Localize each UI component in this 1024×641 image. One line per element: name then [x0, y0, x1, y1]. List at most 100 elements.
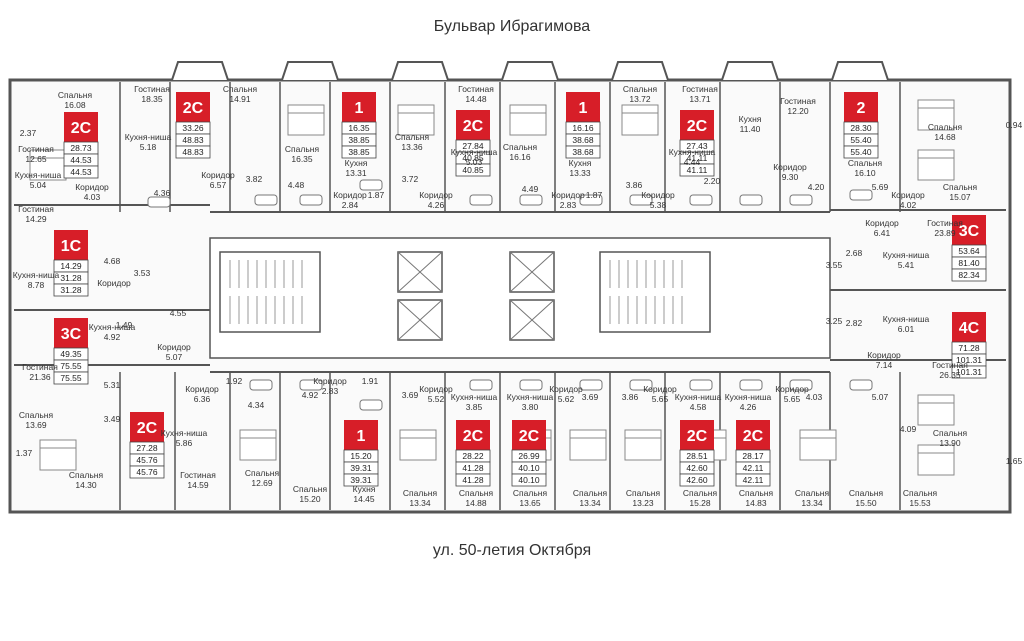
room-area: 4.02: [900, 200, 917, 210]
room-name: Спальня: [503, 142, 538, 152]
room-label: 1.65: [1006, 456, 1023, 466]
balcony: [281, 61, 339, 81]
apartment-area: 42.11: [743, 463, 764, 473]
room-name: Коридор: [551, 190, 585, 200]
area-cell: [455, 473, 491, 487]
room-area: 16.08: [64, 100, 86, 110]
room-area: 13.34: [409, 498, 431, 508]
bath-fixture: [689, 379, 713, 391]
balcony: [721, 61, 779, 81]
room-area: 2.68: [846, 248, 863, 258]
room-area: 4.55: [170, 308, 187, 318]
balcony: [171, 61, 229, 81]
room-label: 3.55: [826, 260, 843, 270]
apartment-area: 16.35: [348, 123, 370, 133]
room-area: 14.45: [353, 494, 375, 504]
room-area: 13.72: [629, 94, 651, 104]
apartment-type: 2С: [463, 118, 484, 135]
room-area: 4.49: [522, 184, 539, 194]
apartment-area: 38.85: [348, 135, 370, 145]
room-label: Коридор: [97, 278, 131, 288]
room-area: 1.37: [16, 448, 33, 458]
area-cell: [735, 473, 771, 487]
area-cell: [341, 145, 377, 159]
room-area: 1.49: [116, 320, 133, 330]
room-area: 9.30: [782, 172, 799, 182]
room-name: Спальня: [223, 84, 258, 94]
room-name: Спальня: [626, 488, 661, 498]
elevator-shaft: [509, 299, 555, 341]
room-name: Гостиная: [18, 204, 54, 214]
bed-furniture: [239, 429, 277, 461]
apartment-area: 40.85: [462, 165, 484, 175]
bath-fixture: [849, 379, 873, 391]
room-area: 13.34: [801, 498, 823, 508]
room-label: 4.03: [806, 392, 823, 402]
apartment-type-box: [844, 92, 878, 122]
room-area: 13.31: [345, 168, 367, 178]
room-area: 4.68: [104, 256, 121, 266]
bath-fixture: [359, 399, 383, 411]
area-cell: [951, 365, 987, 379]
apartment-area: 42.11: [743, 475, 764, 485]
apartment-type-box: [342, 92, 376, 122]
room-name: Спальня: [285, 144, 320, 154]
apartment-type: 2: [857, 100, 866, 117]
apartment-type: 1: [355, 100, 364, 117]
room-name: Кухня-ниша: [451, 147, 498, 157]
room-name: Коридор: [549, 384, 583, 394]
room-label: 5.07: [872, 392, 889, 402]
room-area: 18.35: [141, 94, 163, 104]
bed-furniture: [917, 99, 955, 131]
room-area: 0.94: [1006, 120, 1023, 130]
room-area: 4.03: [84, 192, 101, 202]
room-area: 1.91: [362, 376, 379, 386]
room-area: 1.65: [1006, 456, 1023, 466]
room-label: 0.94: [1006, 120, 1023, 130]
room-area: 13.36: [401, 142, 423, 152]
room-area: 6.41: [874, 228, 891, 238]
room-name: Коридор: [775, 384, 809, 394]
room-label: 1.49: [116, 320, 133, 330]
apartment-type: 2С: [137, 420, 158, 437]
apartment-type-box: [344, 420, 378, 450]
apartment-type-box: [736, 420, 770, 450]
room-name: Спальня: [903, 488, 938, 498]
room-area: 6.01: [898, 324, 915, 334]
room-area: 11.40: [740, 124, 761, 134]
room-area: 4.48: [288, 180, 305, 190]
apartment-area: 45.76: [136, 455, 158, 465]
